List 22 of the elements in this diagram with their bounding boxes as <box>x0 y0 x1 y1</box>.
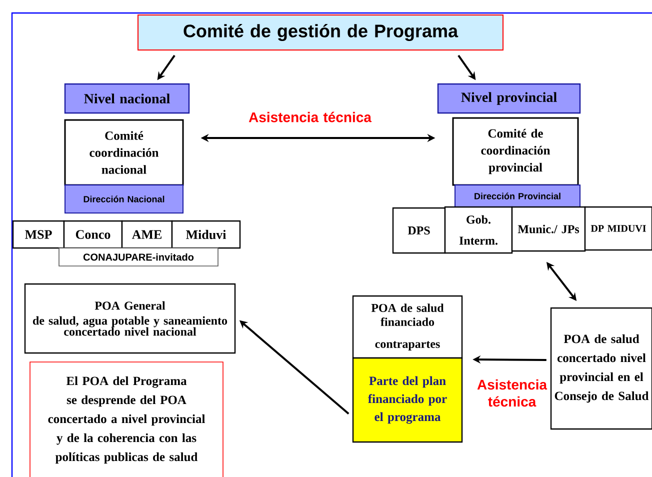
member-box: Munic./ JPs <box>511 206 586 252</box>
member-box: AME <box>121 220 173 249</box>
committee-box: Comité coordinación nacional <box>64 119 184 186</box>
member-box: DP MIDUVI <box>584 206 652 251</box>
member-box: DPS <box>392 207 446 254</box>
committee-box: Comité de coordinación provincial <box>452 117 579 186</box>
funded-part-box: Parte del plan financiado por el programa <box>352 357 463 443</box>
member-box: MSP <box>12 220 65 249</box>
level-box: Nivel nacional <box>64 83 190 114</box>
direction-box: Dirección Provincial <box>454 184 580 208</box>
member-box: Conco <box>63 220 123 249</box>
edge-label: Asistencia técnica <box>477 379 548 407</box>
edge-label: Asistencia técnica <box>248 112 372 122</box>
plan-box: POA General de salud, agua potable y saneamiento concertado nivel nacional <box>24 283 236 354</box>
plan-box: POA de salud concertado nivel provincial en el Consejo de Salud <box>550 307 652 430</box>
member-box: Gob. Interm. <box>444 206 513 254</box>
plan-box: POA de salud financiado contrapartes <box>352 295 463 359</box>
member-box: Miduvi <box>171 220 241 249</box>
title-box: Comité de gestión de Programa <box>138 14 504 50</box>
note-box: El POA del Programa se desprende del POA concertado a nivel provincial y de la coherencia con las políticas publicas de salud <box>30 362 224 477</box>
level-box: Nivel provincial <box>437 83 581 114</box>
direction-box: Dirección Nacional <box>64 184 184 214</box>
